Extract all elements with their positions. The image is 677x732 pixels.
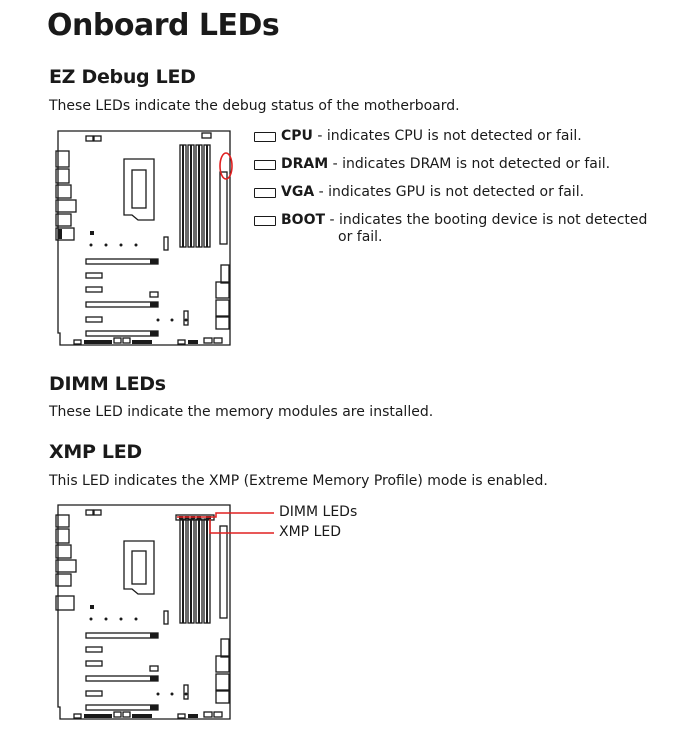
legend-label-boot: BOOT <box>281 212 326 228</box>
callout-label-dimm: DIMM LEDs <box>279 504 358 520</box>
xmp-heading: XMP LED <box>49 441 142 463</box>
ez-debug-heading: EZ Debug LED <box>49 66 196 88</box>
led-indicator-icon <box>254 188 276 198</box>
motherboard-diagram-dimm-xmp <box>55 504 231 720</box>
motherboard-diagram-ez-debug <box>55 130 233 346</box>
dimm-description: These LED indicate the memory modules ar… <box>49 404 434 420</box>
led-indicator-icon <box>254 216 276 226</box>
legend-label-vga: VGA <box>281 184 315 200</box>
legend-label-cpu: CPU <box>281 128 313 144</box>
legend-desc-boot: - indicates the booting device is not de… <box>325 212 648 228</box>
callout-line-dimm <box>177 512 274 518</box>
led-indicator-icon <box>254 132 276 142</box>
callout-label-xmp: XMP LED <box>279 524 341 540</box>
page-title: Onboard LEDs <box>47 8 280 43</box>
legend-desc-dram: - indicates DRAM is not detected or fail… <box>328 156 611 172</box>
ez-debug-description: These LEDs indicate the debug status of … <box>49 98 460 114</box>
legend-label-dram: DRAM <box>281 156 329 172</box>
dimm-heading: DIMM LEDs <box>49 373 166 395</box>
callout-line-xmp <box>209 519 274 534</box>
legend-desc-vga: - indicates GPU is not detected or fail. <box>314 184 585 200</box>
legend-desc-boot-cont: or fail. <box>338 229 383 245</box>
ez-debug-led-highlight <box>219 152 233 180</box>
xmp-description: This LED indicates the XMP (Extreme Memo… <box>49 473 548 489</box>
legend-desc-cpu: - indicates CPU is not detected or fail. <box>312 128 582 144</box>
led-indicator-icon <box>254 160 276 170</box>
